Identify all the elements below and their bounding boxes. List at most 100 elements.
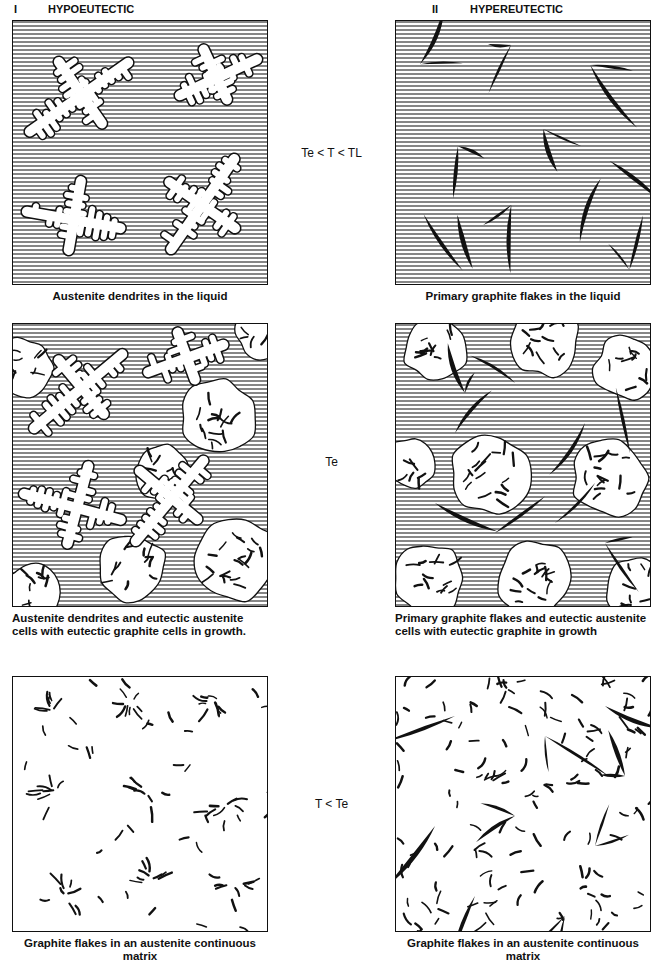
eutectic-flake — [235, 888, 239, 896]
eutectic-flake — [180, 837, 189, 839]
eutectic-flake — [602, 676, 609, 687]
dendrite-arm — [201, 353, 205, 364]
dendrite-arm — [108, 517, 109, 522]
eutectic-flake — [449, 588, 456, 592]
eutectic-flake — [223, 431, 226, 443]
eutectic-flake — [521, 871, 533, 873]
dendrite-arm — [192, 474, 200, 481]
dendrite-arm — [81, 472, 86, 473]
dendrite-arm — [219, 166, 226, 171]
dendrite-arm — [80, 101, 87, 106]
dendrite-arm — [86, 108, 91, 111]
graphite-flake — [616, 387, 630, 453]
dendrite-arm — [57, 69, 63, 73]
dendrite-arm — [71, 397, 77, 404]
eutectic-flake — [220, 571, 229, 576]
eutectic-flake — [502, 485, 508, 491]
eutectic-cell — [395, 546, 462, 607]
dendrite-arm — [30, 496, 31, 501]
label-holder: I — [14, 3, 17, 15]
eutectic-flake — [472, 443, 478, 452]
dendrite-arm — [115, 72, 119, 77]
dendrite-arm — [38, 498, 40, 505]
dendrite-arm — [177, 507, 182, 514]
graphite-flake — [558, 916, 565, 932]
eutectic-flake — [488, 678, 490, 688]
graphite-flake — [605, 543, 639, 592]
eutectic-flake — [587, 737, 593, 741]
dendrite-arm — [95, 86, 98, 91]
eutectic-flake — [597, 480, 605, 485]
eutectic-flake — [525, 791, 534, 796]
dendrite-arm — [169, 182, 235, 228]
eutectic-flake — [588, 894, 595, 897]
dendrite-arm — [66, 211, 75, 213]
dendrite-arm — [49, 216, 50, 224]
eutectic-flake — [620, 813, 628, 816]
eutectic-flake — [579, 720, 583, 727]
dendrite-arm — [84, 397, 89, 401]
eutectic-flake — [640, 599, 649, 601]
dendrite-arm — [90, 512, 94, 525]
graphite-flake — [544, 736, 548, 772]
eutectic-cell — [183, 379, 256, 452]
eutectic-flake — [518, 895, 521, 905]
graphite-flake — [545, 736, 609, 776]
dendrite-arm — [208, 350, 211, 358]
eutectic-flake — [90, 680, 96, 685]
eutectic-flake — [117, 706, 125, 716]
eutectic-flake — [22, 603, 31, 605]
micrograph-panel — [386, 309, 661, 617]
graphite-flake — [453, 896, 475, 932]
micrograph-box: Primary graphite flakes in the liquid — [395, 20, 651, 303]
dendrite-arm — [195, 57, 207, 63]
dendrite-arm — [159, 492, 164, 498]
dendrite-arm — [217, 219, 222, 227]
liquid-ground — [395, 20, 651, 285]
eutectic-flake — [237, 815, 240, 820]
eutectic-flake — [437, 590, 444, 591]
eutectic-flake — [417, 478, 420, 488]
eutectic-flake — [602, 681, 615, 685]
dendrite-arm — [245, 65, 249, 73]
dendrite-arm — [145, 481, 152, 490]
eutectic-flake — [234, 584, 245, 588]
dendrite-arm — [76, 99, 79, 103]
eutectic-flake — [628, 729, 635, 732]
micrograph-box: Primary graphite flakes and eutectic aus… — [395, 323, 651, 638]
eutectic-flake — [126, 892, 128, 898]
dendrite-arm — [45, 500, 47, 508]
graphite-flake — [549, 423, 585, 475]
eutectic-flake — [70, 718, 76, 724]
eutectic-flake — [29, 584, 31, 591]
eutectic-flake — [595, 487, 604, 490]
column-heading: HYPOEUTECTIC — [48, 3, 134, 15]
eutectic-flake — [423, 575, 433, 579]
graphite-flake — [608, 244, 629, 270]
eutectic-flake — [221, 416, 229, 427]
eutectic-flake — [435, 882, 436, 890]
eutectic-flake — [612, 913, 617, 916]
eutectic-flake — [60, 888, 63, 893]
eutectic-flake — [151, 807, 152, 822]
eutectic-flake — [480, 871, 491, 876]
eutectic-flake — [586, 869, 589, 878]
eutectic-flake — [208, 696, 216, 699]
dendrite-arm — [74, 374, 79, 379]
temperature-label: T < Te — [268, 797, 395, 811]
dendrite-arm — [212, 190, 220, 196]
dendrite-arm — [67, 494, 80, 497]
eutectic-flake — [535, 881, 543, 892]
eutectic-flake — [623, 456, 630, 458]
eutectic-flake — [630, 596, 631, 603]
graphite-flake — [457, 215, 472, 269]
eutectic-flake — [21, 569, 27, 575]
dendrite-arm — [99, 515, 101, 522]
dendrite-arm — [76, 99, 79, 103]
eutectic-flake — [427, 680, 435, 687]
micrograph-panel — [384, 673, 661, 969]
eutectic-flake — [530, 328, 540, 329]
label-holder: T < Te — [268, 797, 395, 811]
dendrite-arm — [57, 69, 63, 73]
